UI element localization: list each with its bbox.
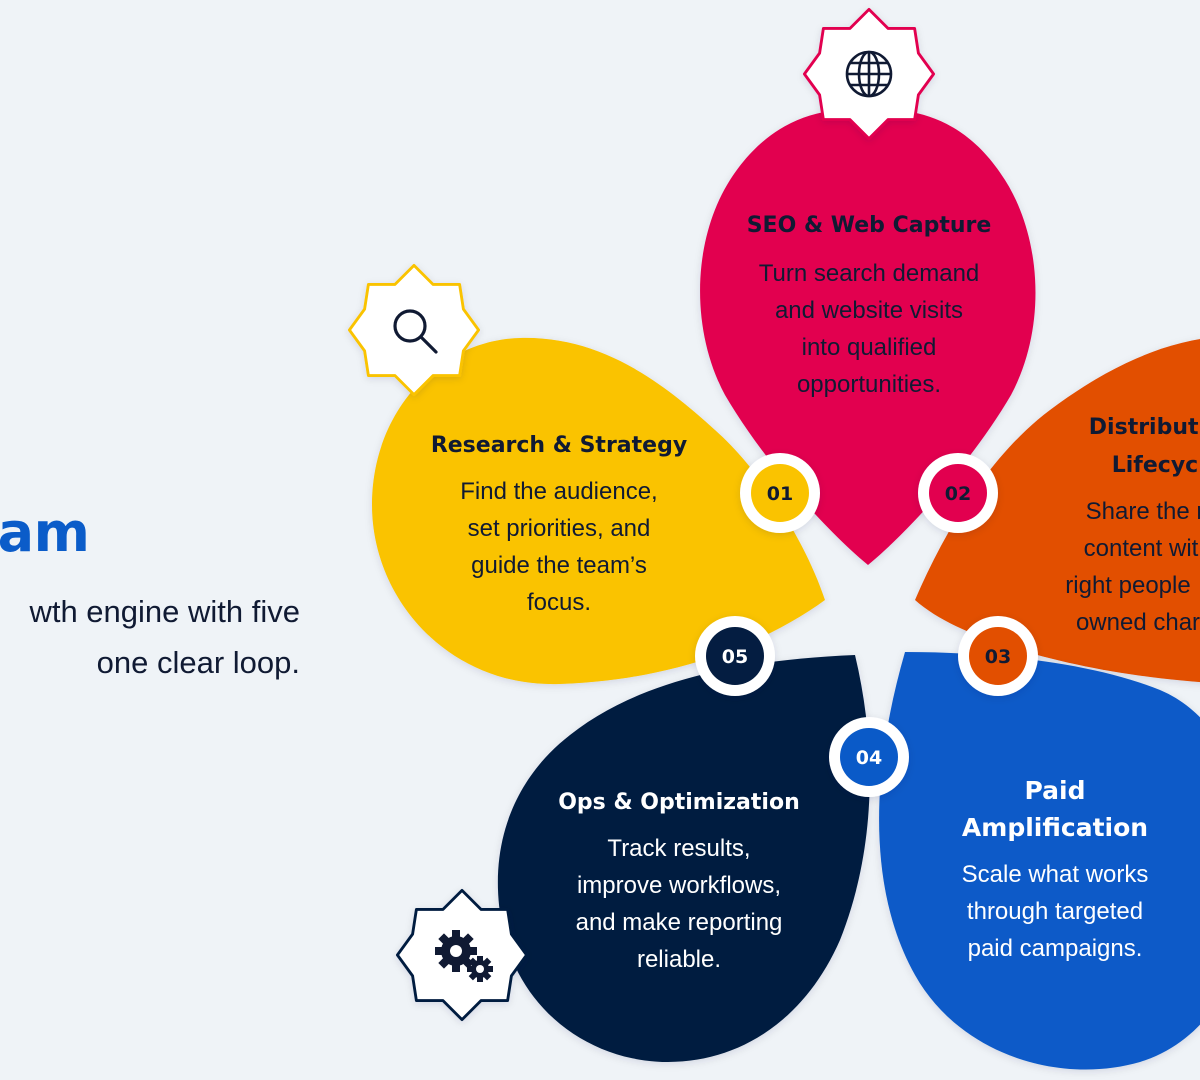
page-subheading: wth engine with five one clear loop. — [0, 586, 300, 688]
badge-03-number: 03 — [985, 646, 1011, 668]
seo-title: SEO & Web Capture — [747, 213, 992, 238]
research-text: Research & Strategy Find the audience, s… — [431, 433, 687, 616]
globe-icon-badge — [802, 7, 936, 141]
distribution-body-line-2: content wit — [1084, 535, 1199, 562]
paid-title-line-1: Paid — [1025, 776, 1086, 805]
gears-icon-badge — [395, 888, 529, 1022]
ops-body-line-1: Track results, — [607, 835, 750, 862]
distribution-body-line-1: Share the r — [1086, 498, 1200, 525]
seo-text: SEO & Web Capture Turn search demand and… — [747, 213, 992, 398]
search-icon — [393, 309, 438, 354]
research-body-line-4: focus. — [527, 589, 591, 616]
search-icon-badge — [347, 263, 481, 397]
badge-03: 03 — [958, 616, 1038, 696]
distribution-text: Distributio Lifecyc Share the r content … — [1065, 415, 1200, 636]
distribution-title-line-2: Lifecyc — [1112, 453, 1198, 478]
petal-ops — [497, 655, 870, 1062]
badge-01-number: 01 — [767, 483, 793, 505]
seo-body-line-3: into qualified — [802, 334, 937, 361]
paid-body-line-2: through targeted — [967, 898, 1143, 925]
ops-body-line-3: and make reporting — [576, 909, 783, 936]
badge-05: 05 — [695, 616, 775, 696]
subhead-line-2: one clear loop. — [96, 645, 300, 680]
distribution-body-line-4: owned char — [1076, 609, 1200, 636]
ops-title: Ops & Optimization — [558, 790, 800, 815]
badge-05-number: 05 — [722, 646, 748, 668]
badge-01: 01 — [740, 453, 820, 533]
badge-04: 04 — [829, 717, 909, 797]
seo-body-line-2: and website visits — [775, 297, 963, 324]
research-title: Research & Strategy — [431, 433, 687, 458]
petal-distribution — [915, 339, 1200, 683]
badge-04-number: 04 — [856, 747, 882, 769]
paid-title-line-2: Amplification — [962, 813, 1148, 842]
research-body-line-2: set priorities, and — [468, 515, 651, 542]
distribution-title-line-1: Distributio — [1089, 415, 1200, 440]
badge-02: 02 — [918, 453, 998, 533]
research-body-line-1: Find the audience, — [460, 478, 657, 505]
ops-body-line-4: reliable. — [637, 946, 721, 973]
paid-text: Paid Amplification Scale what works thro… — [962, 776, 1149, 962]
page-headline: cture en Team — [0, 404, 300, 576]
seo-body-line-1: Turn search demand — [759, 260, 980, 287]
ops-text: Ops & Optimization Track results, improv… — [558, 790, 800, 973]
ops-body-line-2: improve workflows, — [577, 872, 781, 899]
petal-seo — [700, 108, 1036, 565]
seo-body-line-4: opportunities. — [797, 371, 941, 398]
globe-icon — [845, 50, 893, 98]
badge-02-number: 02 — [945, 483, 971, 505]
research-body-line-3: guide the team’s — [471, 552, 647, 579]
subhead-line-1: wth engine with five — [29, 594, 300, 629]
paid-body-line-3: paid campaigns. — [968, 935, 1143, 962]
distribution-body-line-3: right people — [1065, 572, 1190, 599]
paid-body-line-1: Scale what works — [962, 861, 1149, 888]
petal-paid — [879, 652, 1200, 1070]
petal-research — [372, 337, 825, 685]
headline-line-2: en Team — [0, 501, 90, 564]
